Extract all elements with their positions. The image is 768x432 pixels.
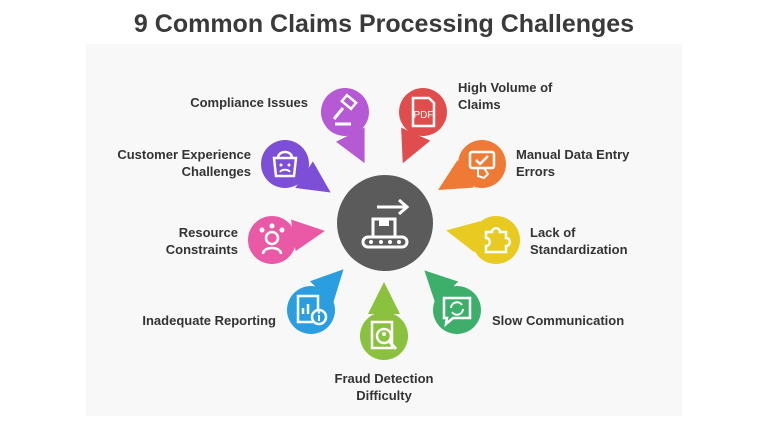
label-manual-entry: Manual Data Entry Errors bbox=[516, 147, 630, 179]
node-resource bbox=[248, 216, 296, 264]
conveyor-box-icon bbox=[361, 198, 410, 249]
hub-node bbox=[337, 175, 433, 271]
label-customer-experience: Customer Experience Challenges bbox=[117, 147, 251, 179]
node-high-volume: PDF bbox=[399, 88, 447, 136]
label-resource: Resource Constraints bbox=[165, 225, 238, 257]
arrow-customer-experience bbox=[295, 161, 331, 193]
arrow-standardization bbox=[446, 221, 481, 253]
magnifier-person-icon bbox=[370, 320, 398, 350]
node-reporting bbox=[287, 286, 335, 334]
chat-sync-icon bbox=[442, 296, 472, 328]
report-info-icon bbox=[296, 294, 328, 326]
gavel-icon bbox=[332, 93, 358, 126]
node-customer-experience bbox=[261, 140, 309, 188]
juggler-icon bbox=[259, 223, 285, 255]
label-standardization: Lack of Standardization bbox=[530, 225, 628, 257]
label-compliance: Compliance Issues bbox=[190, 95, 308, 110]
svg-text:PDF: PDF bbox=[414, 110, 434, 121]
arrow-compliance bbox=[335, 127, 365, 164]
label-reporting: Inadequate Reporting bbox=[142, 313, 276, 328]
hand-checkbox-icon bbox=[468, 150, 496, 180]
node-standardization bbox=[472, 216, 520, 264]
pdf-document-icon: PDF bbox=[411, 96, 436, 128]
node-fraud-detection bbox=[360, 312, 408, 360]
diagram-title: 9 Common Claims Processing Challenges bbox=[133, 10, 635, 38]
label-fraud-detection: Fraud Detection Difficulty bbox=[334, 371, 434, 403]
puzzle-piece-icon bbox=[484, 227, 511, 254]
arrow-manual-entry bbox=[438, 160, 474, 191]
unhappy-basket-icon bbox=[272, 150, 298, 178]
node-manual-entry bbox=[458, 140, 506, 188]
label-slow-communication: Slow Communication bbox=[492, 313, 625, 328]
label-high-volume: High Volume of Claims bbox=[458, 80, 553, 112]
arrow-high-volume bbox=[401, 127, 431, 164]
node-slow-communication bbox=[433, 286, 481, 334]
node-compliance bbox=[321, 88, 369, 136]
arrow-resource bbox=[290, 219, 325, 252]
